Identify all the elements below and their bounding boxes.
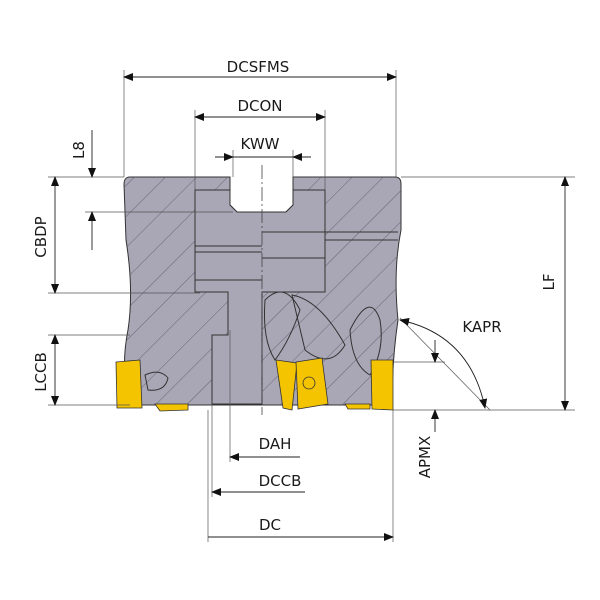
- inserts: [115, 357, 394, 412]
- label-lf: LF: [540, 274, 558, 291]
- label-apmx: APMX: [416, 436, 434, 479]
- insert-left-bottom: [154, 403, 189, 412]
- label-lccb: LCCB: [32, 352, 50, 392]
- cutter-body: [123, 176, 402, 406]
- label-dcon: DCON: [237, 97, 282, 115]
- insert-center-b: [295, 357, 329, 410]
- label-cbdp: CBDP: [32, 216, 50, 257]
- insert-center-a: [275, 359, 298, 411]
- insert-right: [370, 359, 394, 411]
- label-kapr: KAPR: [462, 318, 501, 336]
- label-l8: L8: [70, 141, 88, 159]
- label-kww: KWW: [241, 135, 280, 153]
- insert-screw: [302, 376, 316, 390]
- dimension-lines: [51, 73, 569, 541]
- insert-left: [115, 359, 143, 409]
- label-dcsfms: DCSFMS: [227, 58, 290, 76]
- label-dc: DC: [259, 516, 281, 534]
- label-dccb: DCCB: [259, 472, 302, 490]
- label-dah: DAH: [259, 435, 292, 453]
- insert-right-bottom: [344, 403, 371, 410]
